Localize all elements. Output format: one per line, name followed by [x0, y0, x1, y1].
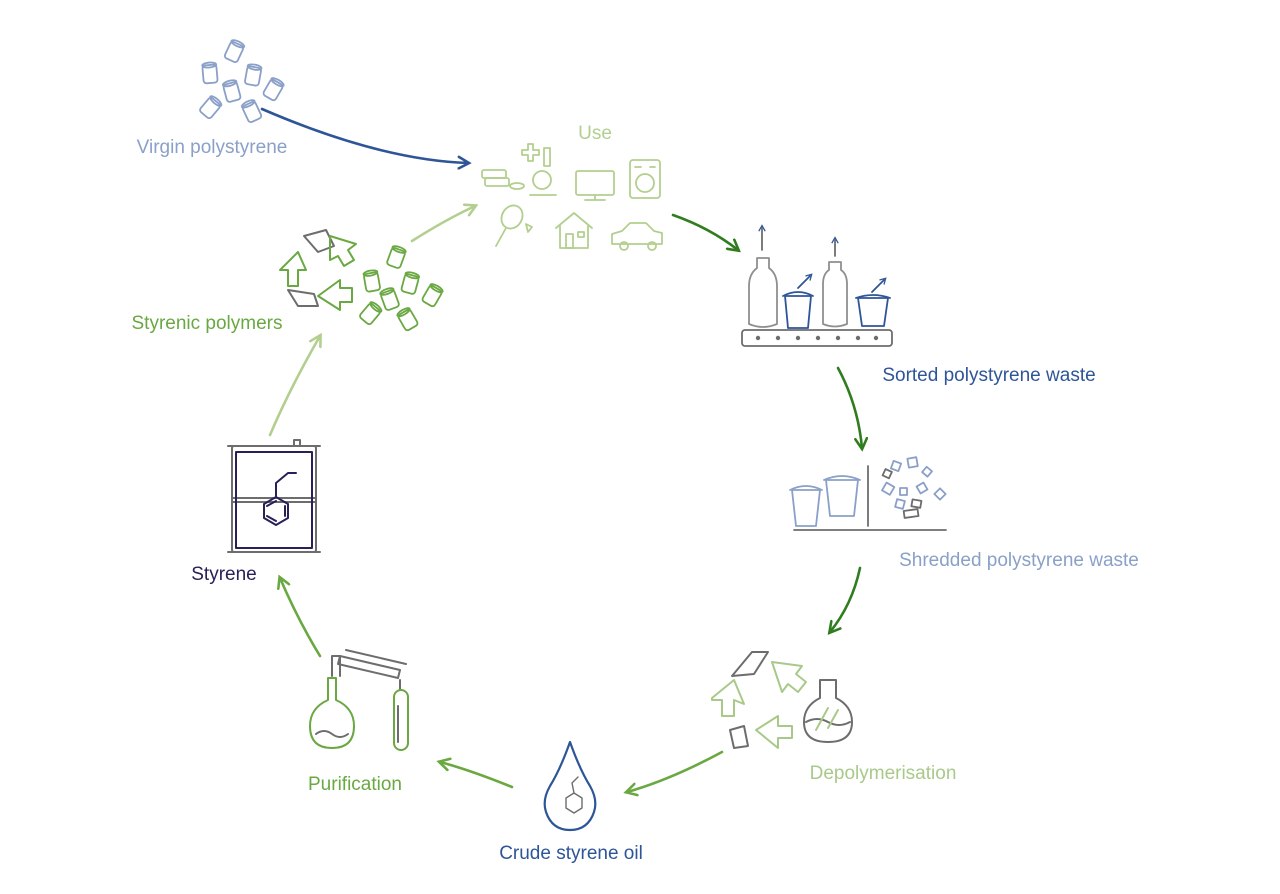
- label-use: Use: [578, 123, 612, 144]
- styrene-barrel-icon: [227, 439, 321, 553]
- arrow-use-to-sorted: [671, 213, 738, 250]
- recycle-flask-icon: [711, 651, 853, 749]
- label-shredded-polystyrene-waste: Shredded polystyrene waste: [899, 550, 1139, 571]
- label-depolymerisation: Depolymerisation: [810, 763, 957, 784]
- use-products-icon: [481, 143, 663, 251]
- flow-arrows: [260, 107, 862, 792]
- arrow-crude-to-purification: [440, 762, 514, 789]
- label-virgin-polystyrene: Virgin polystyrene: [137, 137, 288, 158]
- arrow-virgin-to-use: [260, 107, 468, 163]
- recycle-pellets-icon: [279, 229, 444, 332]
- pellets-icon: [199, 39, 285, 124]
- oil-drop-icon: [543, 740, 597, 832]
- label-crude-styrene-oil: Crude styrene oil: [499, 843, 643, 864]
- shredder-icon: [789, 456, 947, 531]
- label-sorted-polystyrene-waste: Sorted polystyrene waste: [882, 365, 1095, 386]
- arrow-shredded-to-depoly: [830, 566, 862, 632]
- arrow-polymers-to-use: [410, 206, 475, 243]
- distillation-icon: [309, 649, 409, 751]
- arrow-styrene-to-polymers: [268, 336, 320, 437]
- label-styrene: Styrene: [191, 564, 256, 585]
- arrow-purification-to-styrene: [280, 578, 322, 658]
- arrow-depoly-to-crude: [627, 750, 724, 792]
- label-styrenic-polymers: Styrenic polymers: [132, 313, 283, 334]
- label-purification: Purification: [308, 774, 402, 795]
- conveyor-belt-icon: [741, 224, 893, 347]
- arrow-sorted-to-shredded: [836, 366, 862, 448]
